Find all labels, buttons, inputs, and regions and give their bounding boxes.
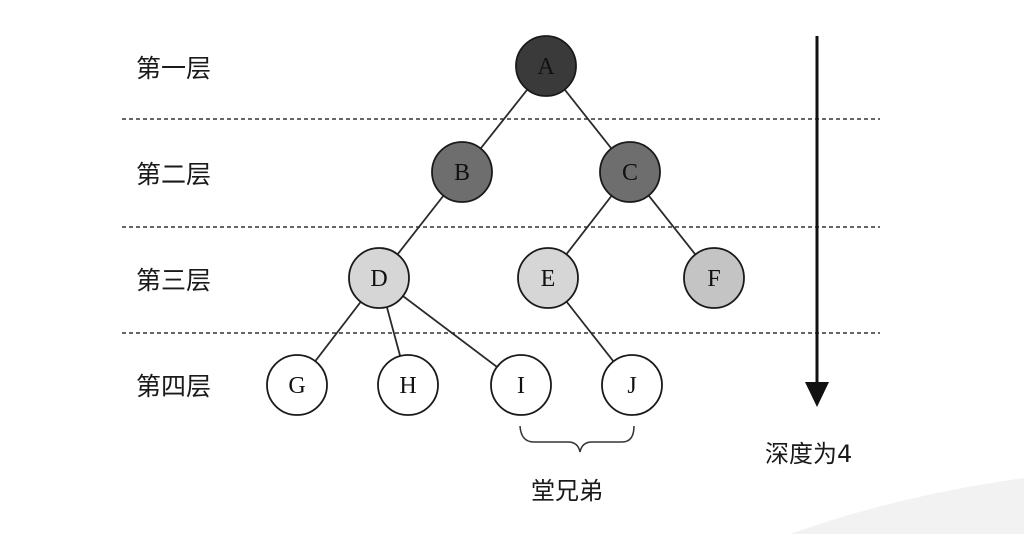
node-label: D (370, 266, 387, 292)
node-label: J (627, 373, 636, 399)
node-f: F (683, 247, 745, 309)
depth-label: 深度为4 (765, 440, 852, 468)
level-label-1: 第一层 (136, 54, 211, 83)
node-circle (601, 354, 663, 416)
node-label: H (399, 373, 416, 399)
cousins-label: 堂兄弟 (531, 477, 603, 505)
node-j: J (601, 354, 663, 416)
node-circle (490, 354, 552, 416)
node-label: E (541, 266, 556, 292)
node-circle (348, 247, 410, 309)
node-label: G (288, 373, 305, 399)
nodes-layer: A B C D E F G H I J (266, 35, 745, 416)
node-circle (377, 354, 439, 416)
node-i: I (490, 354, 552, 416)
level-label-4: 第四层 (136, 372, 211, 401)
node-b: B (431, 141, 493, 203)
node-circle (517, 247, 579, 309)
node-d: D (348, 247, 410, 309)
node-circle (599, 141, 661, 203)
node-label: A (537, 54, 555, 80)
node-label: I (517, 373, 525, 399)
corner-smudge (790, 478, 1024, 534)
node-g: G (266, 354, 328, 416)
cousins-brace (519, 425, 635, 453)
node-e: E (517, 247, 579, 309)
node-label: F (707, 266, 720, 292)
node-circle (683, 247, 745, 309)
level-label-3: 第三层 (136, 266, 211, 295)
node-circle (431, 141, 493, 203)
depth-arrow-head-icon (805, 382, 829, 407)
node-h: H (377, 354, 439, 416)
node-c: C (599, 141, 661, 203)
node-circle (266, 354, 328, 416)
node-label: B (454, 160, 470, 186)
level-label-2: 第二层 (136, 160, 211, 189)
node-label: C (622, 160, 638, 186)
node-circle (515, 35, 577, 97)
node-a: A (515, 35, 577, 97)
edges-layer (296, 65, 715, 386)
